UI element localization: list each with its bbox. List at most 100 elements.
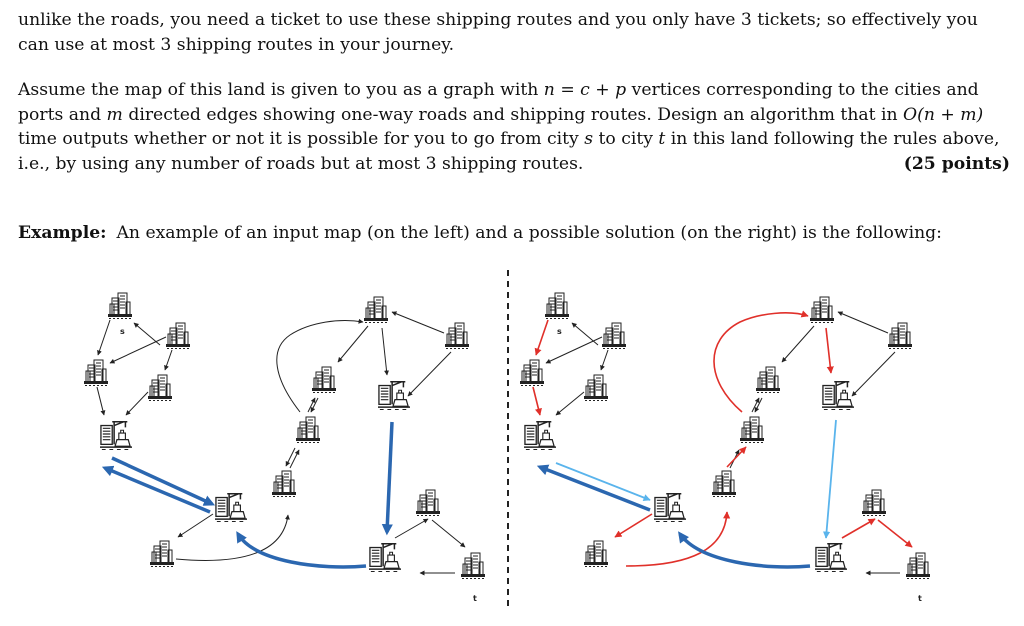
city-icon [756, 366, 780, 393]
city-icon [810, 296, 834, 323]
shipping-edges [101, 421, 394, 569]
text-segment: in this land following the rules above, … [18, 129, 1000, 174]
city-icon [712, 470, 736, 497]
road-edge [394, 518, 429, 539]
road-edge [97, 319, 111, 356]
road-edge [177, 513, 214, 538]
city-icon [166, 322, 190, 349]
solution-road-edge [825, 327, 834, 374]
road-edge [276, 318, 364, 413]
road-edge [555, 391, 585, 416]
city-icon [364, 296, 388, 323]
city-icon [416, 489, 440, 516]
road-edge [407, 351, 452, 397]
city-icon [312, 366, 336, 393]
text-segment: directed edges showing one-way roads and… [122, 104, 904, 125]
math-m: m [106, 104, 123, 125]
road-edge [289, 449, 300, 469]
text-segment: to city [593, 129, 659, 149]
solution-road-edge [877, 519, 913, 548]
example-text: An example of an input map (on the left)… [116, 223, 942, 243]
target-label: t [473, 594, 477, 603]
text-segment: vertices corresponding to the cities and… [18, 80, 979, 125]
city-icon [862, 489, 886, 516]
shipping-edge [236, 531, 367, 569]
road-edge [164, 349, 173, 371]
city-icon [150, 540, 174, 567]
road-edge [96, 386, 106, 416]
source-label: s [120, 327, 125, 336]
solution-road-edge [841, 518, 876, 539]
solution-shipping-edge [555, 462, 651, 501]
road-edges [545, 311, 900, 576]
city-icon [296, 416, 320, 443]
points-label: (25 points) [903, 153, 1010, 174]
road-edge [175, 514, 290, 561]
text-segment: Assume the map of this land is given to … [18, 80, 544, 100]
city-icon [108, 292, 132, 319]
road-edge [571, 322, 599, 346]
solution-shipping-edges [555, 419, 837, 539]
solution-road-edge [532, 386, 542, 416]
port-icon [369, 543, 401, 572]
port-icon [378, 381, 410, 410]
road-edge [125, 391, 149, 416]
math-t: t [658, 129, 666, 149]
port-icon [100, 421, 132, 450]
road-edge [781, 325, 815, 363]
road-edge [431, 519, 466, 548]
city-icon [445, 322, 469, 349]
road-edge [600, 349, 609, 371]
solution-road-edge [614, 513, 653, 538]
road-edge [754, 397, 763, 413]
road-edge [381, 327, 390, 376]
port-icon [822, 381, 854, 410]
city-icon [906, 552, 930, 579]
city-icon [520, 359, 544, 386]
port-icon [815, 543, 847, 572]
shipping-edge [536, 464, 651, 512]
solution-road-edge [726, 446, 747, 468]
city-icon [602, 322, 626, 349]
shipping-edge [101, 465, 211, 514]
port-icon [524, 421, 556, 450]
city-icon [272, 470, 296, 497]
port-icon [215, 493, 247, 522]
city-icon [888, 322, 912, 349]
solution-road-edges [532, 310, 913, 567]
road-edge [837, 311, 889, 334]
shipping-edge [111, 456, 216, 506]
solution-shipping-edge [822, 419, 837, 539]
target-label: t [918, 594, 922, 603]
text-segment: time outputs whether or not it is possib… [18, 129, 585, 149]
road-edge [337, 325, 369, 363]
road-edge [109, 336, 167, 364]
road-edge [545, 336, 603, 364]
road-edge [851, 351, 896, 397]
math-big-o: O(n + m) [903, 104, 984, 125]
port-icon [654, 493, 686, 522]
example-line: Example: An example of an input map (on t… [18, 221, 1010, 245]
shipping-edges [536, 464, 811, 569]
solution-road-edge [534, 319, 549, 356]
shipping-edge [381, 421, 394, 536]
road-edge [391, 311, 445, 334]
source-label: s [557, 327, 562, 336]
problem-paragraph-2: Assume the map of this land is given to … [18, 78, 1010, 176]
right-graph: s t [520, 292, 930, 603]
solution-road-edge [625, 511, 731, 567]
road-edge [285, 447, 296, 467]
city-icon [740, 416, 764, 443]
road-edge [307, 397, 316, 413]
city-icon [584, 540, 608, 567]
city-icon [148, 374, 172, 401]
shipping-edge [678, 531, 811, 569]
example-label: Example: [18, 223, 107, 243]
city-icon [545, 292, 569, 319]
city-icon [461, 552, 485, 579]
road-edge [310, 397, 319, 413]
solution-road-edge [713, 310, 809, 413]
math-s: s [584, 129, 594, 149]
road-edge [751, 397, 760, 413]
